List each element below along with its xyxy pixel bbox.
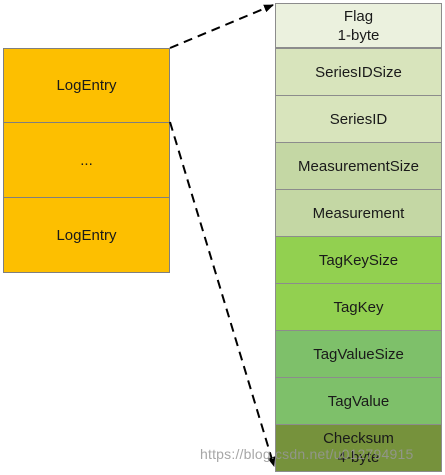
field-label: TagValueSize [313, 345, 404, 363]
log-entry-box: LogEntry [3, 48, 170, 123]
upper-dashed-arrow [169, 4, 274, 49]
field-label: TagValue [327, 392, 390, 410]
field-measurementsize: MeasurementSize [275, 142, 442, 190]
field-flag: Flag 1-byte [275, 3, 442, 48]
field-label: MeasurementSize [298, 157, 419, 175]
log-entry-box: LogEntry [3, 197, 170, 273]
field-label: SeriesIDSize [315, 63, 402, 81]
ellipsis-box: ... [3, 122, 170, 198]
log-entry-label: LogEntry [56, 226, 117, 244]
log-entry-label: LogEntry [56, 77, 117, 94]
field-tagvalue: TagValue [275, 377, 442, 425]
watermark: https://blog.csdn.net/u012794915 [200, 446, 414, 462]
field-label: Flag [343, 7, 374, 25]
lower-dashed-arrow [169, 121, 276, 467]
field-checksum: Checksum 4-byte [275, 424, 442, 472]
field-label: SeriesID [329, 110, 388, 128]
field-label: Checksum [323, 430, 394, 447]
field-size: 1-byte [337, 26, 380, 44]
field-label: Measurement [312, 204, 405, 222]
field-seriesidsize: SeriesIDSize [275, 48, 442, 96]
field-tagvaluesize: TagValueSize [275, 330, 442, 378]
field-seriesid: SeriesID [275, 95, 442, 143]
field-size: 4-byte [337, 449, 380, 466]
ellipsis-label: ... [80, 151, 93, 169]
field-label: TagKeySize [318, 251, 399, 269]
field-measurement: Measurement [275, 189, 442, 237]
field-tagkey: TagKey [275, 283, 442, 331]
field-label: TagKey [333, 298, 384, 316]
